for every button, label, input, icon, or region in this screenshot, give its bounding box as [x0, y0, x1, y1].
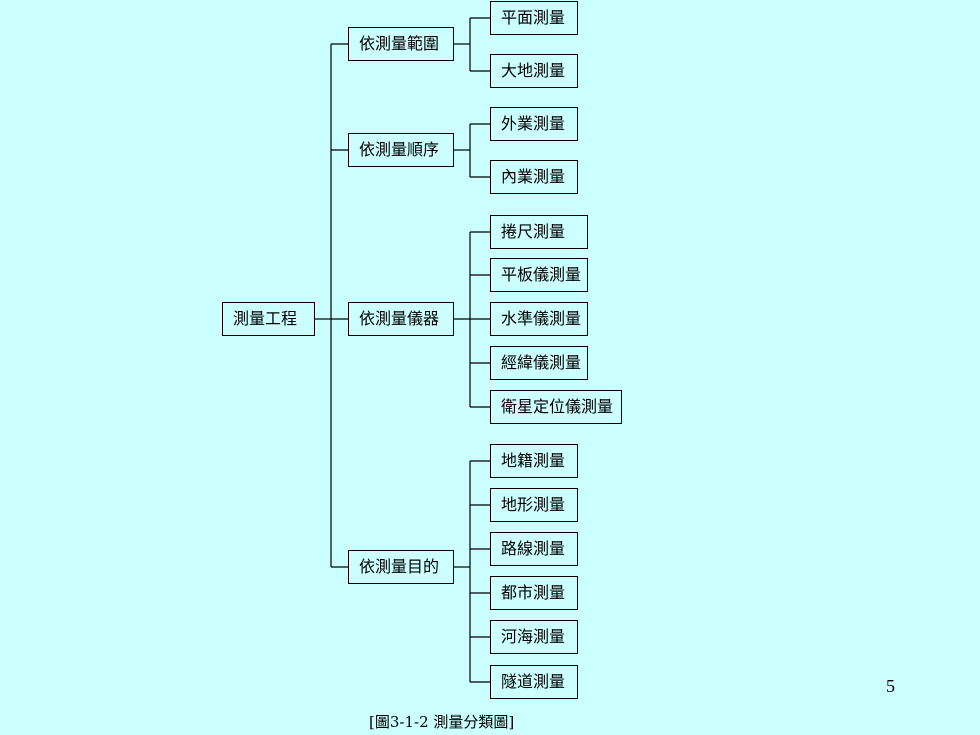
figure-caption: [圖3-1-2 測量分類圖] — [369, 713, 515, 731]
leaf-node: 內業測量 — [490, 160, 578, 194]
group-node-range: 依測量範圍 — [348, 27, 454, 61]
leaf-node: 平板儀測量 — [490, 258, 588, 292]
leaf-node: 平面測量 — [490, 1, 578, 35]
group-node-order: 依測量順序 — [348, 133, 454, 167]
leaf-node: 外業測量 — [490, 107, 578, 141]
leaf-node: 大地測量 — [490, 54, 578, 88]
leaf-node: 河海測量 — [490, 620, 578, 654]
group-node-purpose: 依測量目的 — [348, 550, 454, 584]
page-number: 5 — [886, 676, 895, 696]
leaf-node: 都市測量 — [490, 576, 578, 610]
leaf-node: 衛星定位儀測量 — [490, 390, 622, 424]
leaf-node: 經緯儀測量 — [490, 346, 588, 380]
leaf-node: 路線測量 — [490, 532, 578, 566]
root-node: 測量工程 — [222, 302, 315, 336]
leaf-node: 隧道測量 — [490, 665, 578, 699]
leaf-node: 地形測量 — [490, 488, 578, 522]
group-node-instrument: 依測量儀器 — [348, 302, 454, 336]
leaf-node: 地籍測量 — [490, 444, 578, 478]
leaf-node: 水準儀測量 — [490, 302, 588, 336]
leaf-node: 捲尺測量 — [490, 215, 588, 249]
